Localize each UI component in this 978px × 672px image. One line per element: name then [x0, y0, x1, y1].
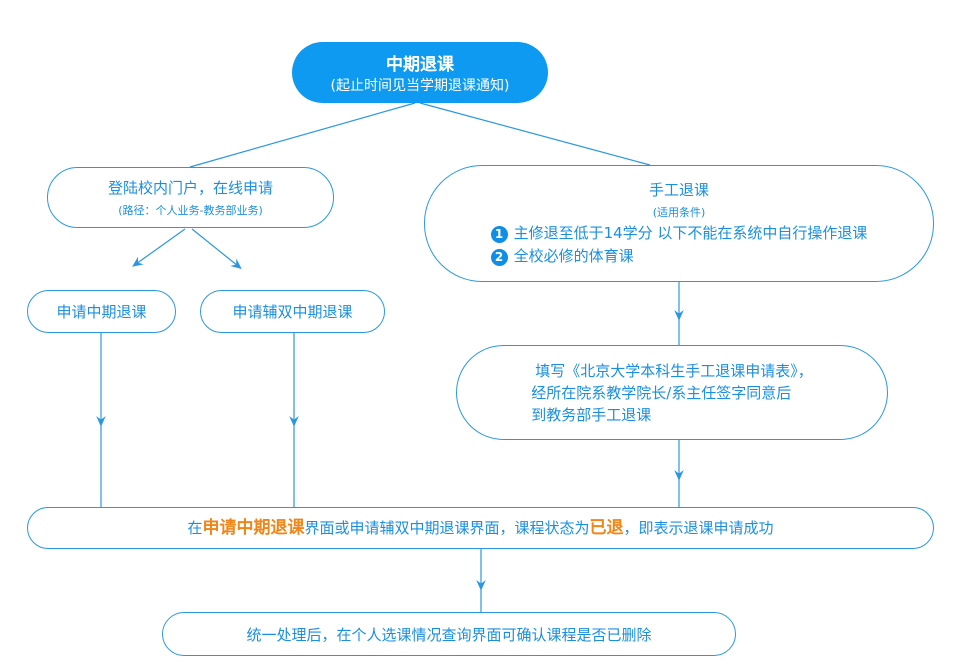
node-title: 手工退课	[648, 181, 709, 199]
node-subtitle: (起止时间见当学期退课通知)	[330, 78, 510, 94]
status-highlight: 已退	[589, 518, 624, 538]
connector-top-online	[189, 102, 416, 168]
node-apply-mid: 申请中期退课	[27, 290, 176, 333]
status-text: 在	[187, 519, 203, 537]
node-label: 申请中期退课	[56, 303, 147, 321]
fill-line: 填写《北京大学本科生手工退课申请表》，	[535, 361, 813, 380]
number-badge-icon: 2	[490, 249, 508, 266]
connector-top-manual	[419, 102, 651, 166]
status-text: ，即表示退课申请成功	[623, 519, 774, 537]
status-highlight: 申请中期退课	[202, 518, 305, 538]
node-manual-drop: 手工退课 (适用条件) 1 主修退至低于14学分 以下不能在系统中自行操作退课 2…	[424, 165, 934, 282]
node-title: 中期退课	[386, 55, 454, 75]
node-label: 申请辅双中期退课	[232, 303, 353, 321]
node-fill-form: 填写《北京大学本科生手工退课申请表》， 经所在院系教学院长/系主任签字同意后 到…	[456, 345, 888, 440]
node-online-apply: 登陆校内门户，在线申请 (路径：个人业务-教务部业务)	[47, 167, 334, 228]
status-text: 界面或申请辅双中期退课界面，课程状态为	[304, 519, 590, 537]
fill-line: 经所在院系教学院长/系主任签字同意后	[531, 383, 792, 402]
condition-item: 2 全校必修的体育课	[490, 245, 868, 268]
condition-item: 1 主修退至低于14学分 以下不能在系统中自行操作退课	[490, 222, 868, 245]
condition-text: 全校必修的体育课	[513, 247, 634, 265]
node-path: (路径：个人业务-教务部业务)	[118, 204, 263, 217]
fill-line: 到教务部手工退课	[531, 405, 652, 424]
arrow-online-apply-mid	[132, 228, 186, 267]
node-apply-minor: 申请辅双中期退课	[200, 290, 385, 333]
condition-text: 主修退至低于14学分 以下不能在系统中自行操作退课	[513, 224, 868, 242]
node-final: 统一处理后，在个人选课情况查询界面可确认课程是否已删除	[162, 612, 736, 656]
arrow-online-apply-minor	[191, 228, 242, 270]
node-title: 登陆校内门户，在线申请	[107, 179, 273, 197]
node-status: 在申请中期退课界面或申请辅双中期退课界面，课程状态为已退，即表示退课申请成功	[27, 507, 934, 549]
number-badge-icon: 1	[490, 226, 508, 243]
conditions-label: (适用条件)	[652, 206, 706, 219]
node-mid-term-drop: 中期退课 (起止时间见当学期退课通知)	[292, 42, 548, 103]
node-label: 统一处理后，在个人选课情况查询界面可确认课程是否已删除	[246, 625, 652, 644]
